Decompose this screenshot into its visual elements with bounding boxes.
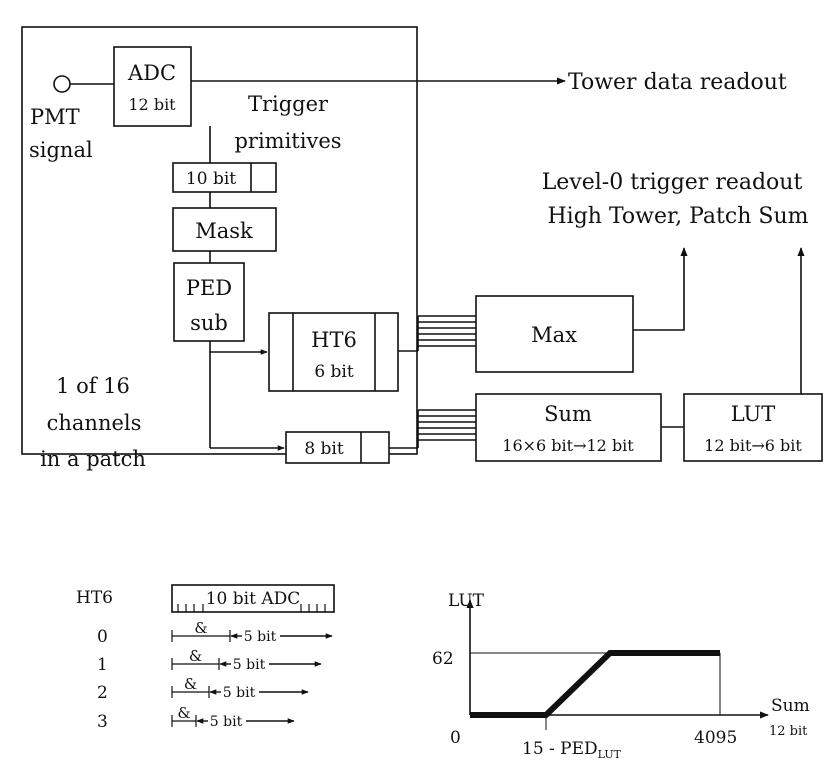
ped-sub-block <box>173 262 245 342</box>
lut-block <box>683 393 823 462</box>
channels-note-3: in a patch <box>40 447 146 471</box>
max-input-bus <box>418 315 476 347</box>
sum-bits: 16×6 bit→12 bit <box>502 436 634 455</box>
adc-bit-ticks <box>177 604 326 612</box>
max-label: Max <box>531 323 577 347</box>
lut-plot-xlabel: Sum <box>771 696 810 716</box>
max-block <box>475 295 634 373</box>
lut-plot-series <box>470 650 720 718</box>
lut-plot-xmid-sub: LUT <box>598 748 622 761</box>
bit-table-rows: 0 & 5 bit 1 & 5 bit 2 & 5 bit 3 & 5 bit <box>97 619 333 732</box>
lut-plot-xmid-label: 15 - PEDLUT <box>522 739 622 761</box>
adc-block <box>113 46 192 127</box>
lut-plot-xmax-label: 4095 <box>694 728 737 748</box>
bit-row-label: 3 <box>97 712 108 732</box>
bit-row-amp: & <box>184 675 197 693</box>
tower-readout-label: Tower data readout <box>568 70 787 95</box>
ht6-title: HT6 <box>311 328 357 352</box>
bit-table-header: HT6 <box>76 588 113 608</box>
pmt-label: PMT <box>30 105 80 129</box>
lut-plot-ylabel: LUT <box>448 591 485 611</box>
ped-label: PED <box>186 276 232 300</box>
sum-input-bus <box>418 409 476 441</box>
bit-row-five-bit: 5 bit <box>244 629 277 645</box>
bit-row-label: 0 <box>97 627 108 647</box>
signal-label: signal <box>29 138 93 162</box>
channels-note-2: channels <box>47 411 142 435</box>
bit-row-five-bit: 5 bit <box>223 685 256 701</box>
mask-label: Mask <box>195 219 253 243</box>
bit-row-amp: & <box>194 619 207 637</box>
lut-plot-origin-label: 0 <box>450 728 461 748</box>
bit-row-five-bit: 5 bit <box>233 657 266 673</box>
ht6-block <box>268 312 399 392</box>
lut-plot-xmid-main: 15 - PED <box>522 739 598 759</box>
level0-label-1: Level-0 trigger readout <box>542 170 803 195</box>
lut-title: LUT <box>731 402 776 426</box>
bit-row-five-bit: 5 bit <box>210 714 243 730</box>
adc-bit-bar-label: 10 bit ADC <box>206 589 301 609</box>
ht6-bits: 6 bit <box>314 362 354 382</box>
max-output-arrow <box>633 247 688 331</box>
eight-bit-label: 8 bit <box>304 439 344 459</box>
channels-note-1: 1 of 16 <box>56 374 130 398</box>
lut-transfer-curve <box>470 650 720 718</box>
sum-block <box>475 393 662 462</box>
adc-bits: 12 bit <box>128 95 176 114</box>
level0-label-2: High Tower, Patch Sum <box>548 204 809 229</box>
pmt-connector <box>53 75 71 93</box>
bit-row-amp: & <box>177 704 190 722</box>
ten-bit-register <box>172 162 277 193</box>
adc-title: ADC <box>127 61 176 85</box>
bit-row-label: 2 <box>97 683 108 703</box>
sub-label: sub <box>190 311 228 335</box>
bit-row-label: 1 <box>97 655 108 675</box>
lut-bits: 12 bit→6 bit <box>704 436 802 455</box>
bit-row-amp: & <box>189 647 202 665</box>
lut-plot-xlabel-sub: 12 bit <box>769 724 808 739</box>
sum-title: Sum <box>544 402 592 426</box>
trigger-label-2: primitives <box>234 129 341 153</box>
eight-bit-register <box>285 431 390 464</box>
lut-plot-y62-label: 62 <box>432 649 454 669</box>
trigger-label-1: Trigger <box>248 92 329 116</box>
adc-bit-bar <box>171 584 335 613</box>
ten-bit-label: 10 bit <box>186 169 236 189</box>
mask-block <box>172 207 277 252</box>
